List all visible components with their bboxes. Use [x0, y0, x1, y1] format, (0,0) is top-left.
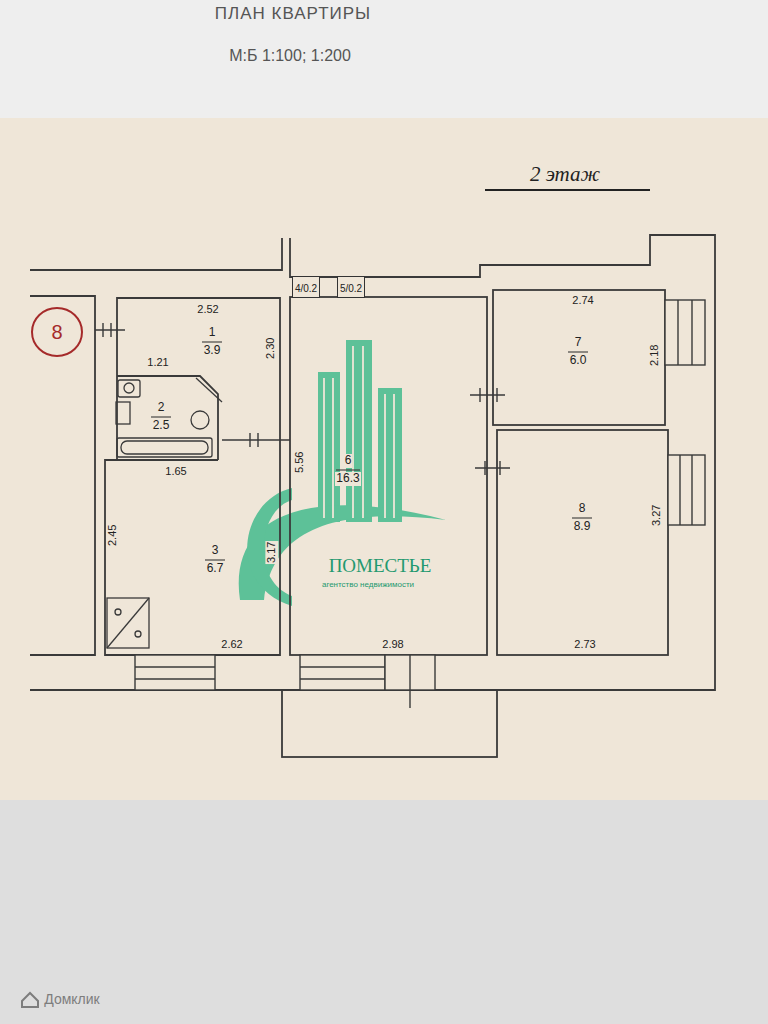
scale-note: М:Б 1:100; 1:200 [228, 47, 352, 65]
watermark: ПОМЕСТЬЕ [328, 555, 433, 577]
room-area: 3.9 [203, 344, 222, 358]
room-area: 6.0 [569, 354, 588, 368]
wall-niche-box: 5/0.2 [337, 276, 365, 298]
niche-label: 4/0.2 [295, 283, 317, 294]
dimension: 5.56 [294, 450, 307, 473]
site-logo: Домклик [43, 991, 100, 1007]
dimension: 1.21 [146, 356, 169, 369]
kitchen-room: 36.7 [105, 460, 280, 655]
dimension: 2.30 [265, 336, 278, 359]
watermark: агентство недвижимости [321, 580, 415, 589]
dimension: 2.62 [220, 638, 243, 651]
dimension: 3.17 [266, 540, 279, 563]
dimension: 2.18 [649, 343, 662, 366]
room-number: 1 [208, 326, 217, 340]
bedroom-room: 88.9 [497, 430, 668, 655]
bedroom-room: 76.0 [493, 290, 665, 425]
dimension: 2.73 [573, 638, 596, 651]
room-number: 3 [211, 544, 220, 558]
room-number: 6 [344, 454, 353, 468]
plan-title: ПЛАН КВАРТИРЫ [215, 4, 371, 24]
apartment-number-circle: 8 [30, 305, 84, 359]
dimension: 2.74 [571, 294, 594, 307]
dimension: 2.52 [196, 303, 219, 316]
room-area: 2.5 [152, 419, 171, 433]
dimension: 3.27 [651, 503, 664, 526]
room-area: 6.7 [206, 562, 225, 576]
bathroom-room: 22.5 [117, 376, 218, 460]
dimension: 1.65 [164, 465, 187, 478]
room-number: 2 [157, 401, 166, 415]
dimension: 2.98 [381, 638, 404, 651]
room-area: 16.3 [335, 472, 360, 486]
room-number: 8 [578, 502, 587, 516]
floor-label: 2 этаж [529, 162, 601, 186]
dimension: 2.45 [107, 523, 120, 546]
niche-label: 5/0.2 [340, 283, 362, 294]
room-number: 7 [574, 336, 583, 350]
room-area: 8.9 [573, 520, 592, 534]
wall-niche-box: 4/0.2 [292, 276, 320, 298]
apartment-number: 8 [51, 321, 62, 344]
living-room: 616.3 [290, 297, 487, 655]
